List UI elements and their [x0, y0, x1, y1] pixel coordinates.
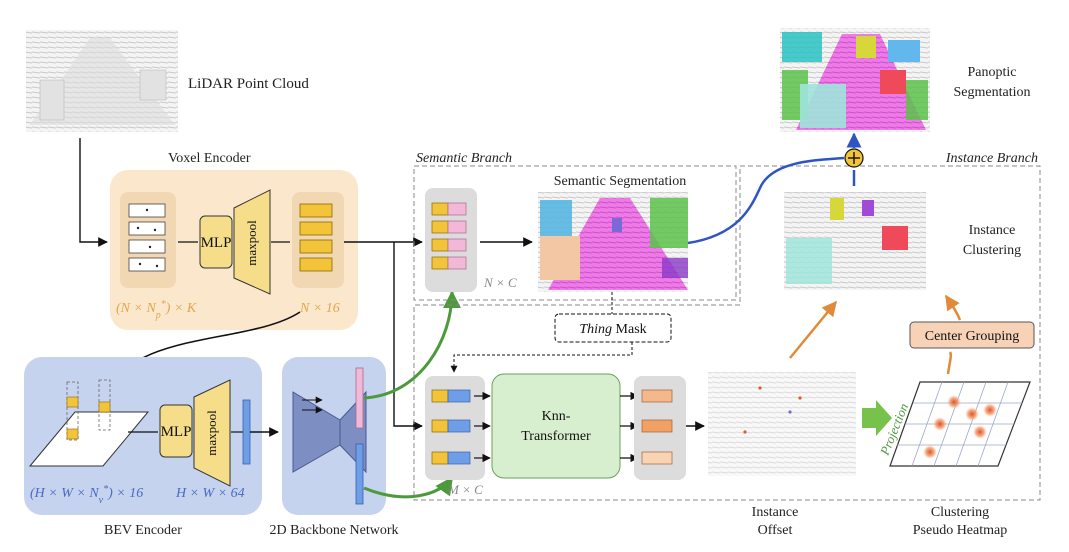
semantic-branch-title: Semantic Branch — [416, 151, 512, 166]
thing-feature-dim: M × C — [447, 482, 483, 497]
voxel-maxpool-trapezoid — [233, 189, 271, 295]
heatmap-to-grouping-arrow — [946, 351, 953, 375]
center-grouping-label: Center Grouping — [925, 329, 1019, 344]
voxel-point-stack — [128, 203, 166, 272]
pseudo-heatmap — [889, 381, 1031, 467]
backbone-pink-feature — [355, 367, 364, 429]
panoptic-segmentation-image — [780, 28, 930, 132]
bev-mlp-box — [159, 404, 193, 458]
bev-feature-bar — [242, 399, 251, 465]
thing-mask-to-features-arrow — [450, 342, 633, 373]
bev-encoder-title: BEV Encoder — [104, 523, 182, 538]
bev-pillars — [66, 379, 111, 441]
semantic-segmentation-image — [538, 192, 688, 292]
instance-clustering-image — [784, 192, 926, 290]
instance-branch-box — [413, 165, 1041, 501]
voxel-to-thing-arrow — [393, 242, 423, 431]
knn-label-line1: Knn- — [542, 409, 571, 424]
voxel-mlp-box — [199, 215, 233, 269]
clustering-label-line1: Clustering — [931, 505, 989, 520]
center-grouping-box — [909, 321, 1035, 349]
bev-maxpool-trapezoid — [193, 379, 231, 487]
backbone-to-thing-arrow — [363, 476, 454, 499]
backbone-blue-feature — [355, 443, 364, 505]
instance-offset-label-line1: Instance — [752, 505, 799, 520]
instance-branch-title: Instance Branch — [945, 151, 1038, 166]
bev-points-dim: (H × W × Nv*) × 16 — [30, 484, 143, 506]
voxel-feature-stack — [299, 203, 333, 272]
voxel-mlp-label: MLP — [201, 235, 232, 251]
panoptic-label-line1: Panoptic — [968, 65, 1017, 80]
bev-grid-plane — [28, 411, 150, 467]
bev-out-dim: H × W × 64 — [175, 486, 245, 501]
semantic-feature-dim: N × C — [483, 275, 517, 290]
grouping-to-clustering-arrow — [944, 294, 962, 321]
semantic-branch-box — [413, 165, 737, 301]
lidar-to-voxel-arrow — [79, 138, 108, 247]
offset-feature-stack — [641, 389, 673, 465]
backbone-to-semantic-arrow — [363, 290, 461, 400]
bev-maxpool-label: maxpool — [204, 410, 219, 456]
lidar-point-cloud-image — [26, 30, 178, 132]
semantic-feature-stack — [431, 202, 467, 270]
instance-clustering-label-line2: Clustering — [963, 243, 1021, 258]
knn-transformer-box — [491, 373, 621, 479]
panoptic-label-line2: Segmentation — [954, 85, 1031, 100]
lidar-label: LiDAR Point Cloud — [188, 76, 309, 92]
thing-mask-label: Thing Mask — [579, 322, 646, 337]
thing-mask-box — [554, 313, 672, 343]
instance-offset-label-line2: Offset — [758, 523, 793, 538]
thing-feature-stack — [431, 389, 471, 465]
semantic-to-fusion-line — [687, 156, 845, 245]
instance-clustering-label-line1: Instance — [969, 223, 1016, 238]
backbone-title: 2D Backbone Network — [269, 523, 398, 538]
knn-label-line2: Transformer — [521, 429, 591, 444]
instance-offset-image — [708, 372, 856, 476]
semantic-segmentation-title: Semantic Segmentation — [554, 174, 687, 189]
projection-arrow — [862, 400, 892, 436]
voxel-maxpool-label: maxpool — [244, 220, 259, 266]
bev-mlp-label: MLP — [161, 424, 192, 440]
clustering-label-line2: Pseudo Heatmap — [913, 523, 1007, 538]
offset-to-clustering-arrow — [789, 300, 837, 359]
voxel-points-dim: (N × Np*) × K — [116, 299, 197, 321]
voxel-encoder-title: Voxel Encoder — [168, 151, 251, 166]
voxel-out-dim: N × 16 — [299, 301, 340, 316]
